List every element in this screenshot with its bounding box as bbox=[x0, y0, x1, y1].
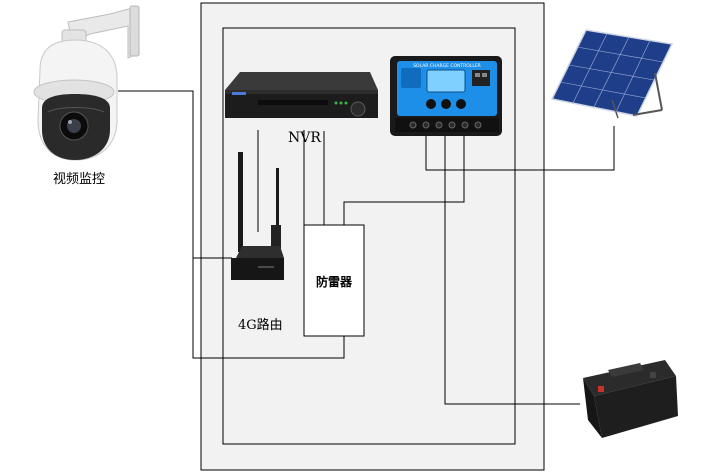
router-label: 4G路由 bbox=[238, 318, 283, 333]
nvr-recorder-icon bbox=[225, 72, 378, 118]
lightning-protector-box bbox=[303, 224, 365, 337]
nvr-label: NVR bbox=[288, 130, 321, 146]
solar-panel-icon bbox=[550, 29, 674, 119]
wire-camera-protector bbox=[192, 258, 345, 359]
controller-banner: SOLAR CHARGE CONTROLLER bbox=[413, 63, 481, 69]
wire-controller-protector bbox=[343, 134, 465, 225]
solar-controller-icon: SOLAR CHARGE CONTROLLER bbox=[390, 56, 502, 136]
lightning-protector-label: 防雷器 bbox=[316, 275, 353, 289]
wire-camera-router bbox=[118, 90, 232, 259]
wiring bbox=[118, 90, 615, 405]
4g-router-icon bbox=[231, 152, 284, 280]
battery-icon bbox=[583, 360, 678, 438]
camera-label: 视频监控 bbox=[53, 172, 106, 187]
wire-controller-battery bbox=[444, 134, 580, 405]
wire-controller-solar bbox=[425, 126, 615, 171]
dome-camera-icon bbox=[33, 5, 140, 161]
